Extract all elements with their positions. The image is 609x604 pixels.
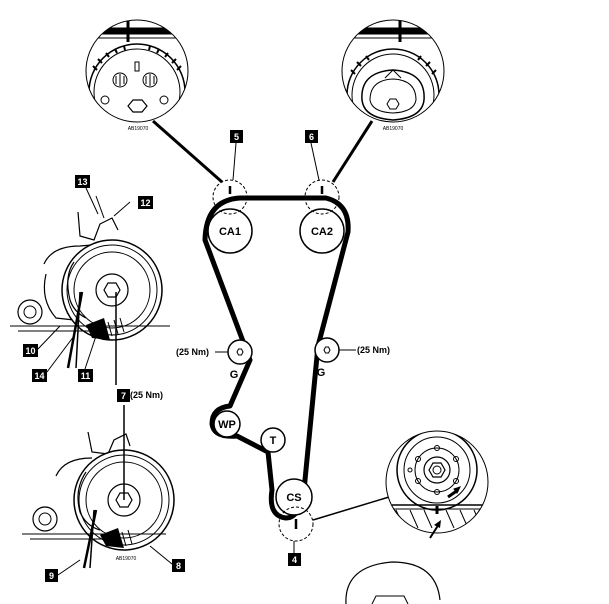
callout-5: 5 (230, 130, 243, 181)
camshaft-pulley-ca2: CA2 (299, 179, 345, 254)
timing-mark-circle-4 (278, 506, 314, 542)
callout-11: 11 (78, 335, 97, 382)
tensioner-detail-upper (10, 195, 170, 385)
callout-10: 10 (23, 325, 61, 357)
timing-belt (202, 195, 351, 521)
svg-text:8: 8 (176, 561, 181, 571)
pulley-label-ca2: CA2 (311, 226, 333, 238)
torque-guide-right: (25 Nm) (357, 345, 390, 355)
detail-code-right: AB19070 (383, 126, 404, 132)
torque-tensioner: (25 Nm) (130, 390, 163, 400)
leader-line-5 (152, 119, 223, 184)
callout-9: 9 (45, 559, 81, 582)
svg-text:14: 14 (34, 371, 44, 381)
timing-mark-circle-5 (212, 179, 248, 215)
guide-pulley-left: (25 Nm) G (176, 339, 253, 381)
callout-8: 8 (149, 545, 185, 572)
pulley-label-g-right: G (317, 367, 326, 379)
leader-line-4 (312, 496, 390, 521)
callout-14: 14 (32, 335, 75, 382)
crankshaft-detail (385, 430, 489, 539)
pulley-label-cs: CS (286, 492, 301, 504)
svg-text:6: 6 (309, 132, 314, 142)
camshaft-2-detail: AB19070 (341, 19, 445, 132)
svg-text:13: 13 (77, 177, 87, 187)
callout-13: 13 (75, 175, 99, 215)
guide-pulley-right: (25 Nm) G (314, 337, 390, 379)
tensioner-code: AB19070 (116, 556, 137, 562)
pulley-label-g-left: G (230, 369, 239, 381)
pulley-label-t: T (270, 435, 277, 447)
svg-text:11: 11 (81, 371, 91, 381)
svg-text:9: 9 (49, 571, 54, 581)
water-pump-pulley: WP (213, 410, 241, 438)
timing-mark-circle-6 (304, 179, 340, 215)
svg-text:5: 5 (234, 132, 239, 142)
callout-6: 6 (305, 130, 320, 181)
tensioner-pulley: T (260, 427, 286, 453)
svg-text:12: 12 (140, 198, 150, 208)
camshaft-1-detail: AB19070 (85, 19, 189, 132)
callout-12: 12 (138, 196, 153, 209)
partial-component (345, 561, 441, 604)
svg-text:10: 10 (25, 346, 35, 356)
leader-line-6 (331, 120, 374, 183)
pulley-label-wp: WP (218, 419, 236, 431)
callout-4: 4 (288, 541, 301, 566)
detail-code-left: AB19070 (128, 126, 149, 132)
torque-guide-left: (25 Nm) (176, 347, 209, 357)
crankshaft-pulley: CS (275, 478, 314, 542)
svg-text:7: 7 (121, 391, 126, 401)
tensioner-detail-lower: AB19070 (22, 405, 175, 569)
camshaft-pulley-ca1: CA1 (207, 179, 253, 254)
pulley-label-ca1: CA1 (219, 226, 241, 238)
callout-7: 7 (117, 389, 130, 402)
svg-text:4: 4 (292, 555, 297, 565)
